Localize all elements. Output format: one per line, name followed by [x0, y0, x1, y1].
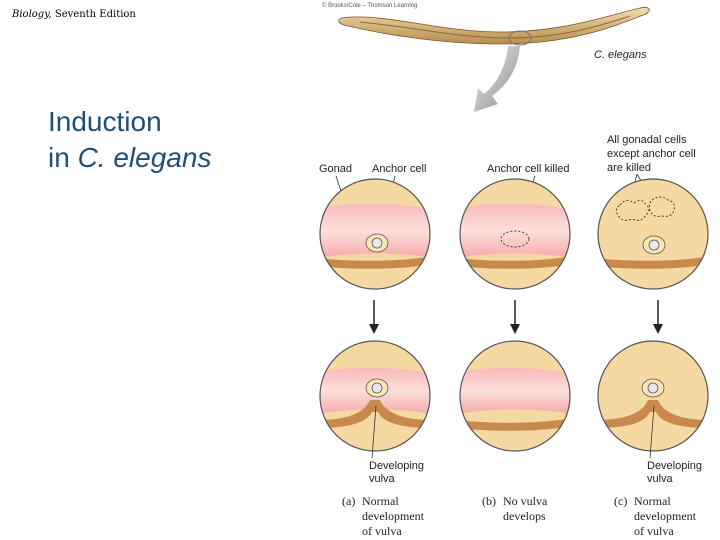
- all-gonadal-label-line3: are killed: [607, 162, 651, 174]
- all-gonadal-label-line1: All gonadal cells: [607, 134, 687, 146]
- caption-b: (b) No vulva develops: [482, 494, 548, 523]
- copyright-text: © Brooks/Cole – Thomson Learning: [322, 2, 417, 9]
- slide-title-line2: in C. elegans: [48, 140, 211, 176]
- book-edition: Seventh Edition: [54, 9, 136, 20]
- caption-c-line2: development: [634, 509, 697, 523]
- caption-a-letter: (a): [342, 494, 355, 508]
- slide-title-prefix: in: [48, 142, 78, 173]
- all-gonadal-label-line2: except anchor cell: [607, 148, 696, 160]
- vulva-c-pointer: [649, 405, 655, 459]
- book-title: Biology,: [12, 9, 52, 20]
- down-arrow-a: [369, 300, 379, 334]
- caption-c-letter: (c): [614, 494, 627, 508]
- developing-vulva-c-line1: Developing: [647, 460, 702, 472]
- worm-illustration: [338, 7, 650, 46]
- developing-vulva-a-line2: vulva: [369, 473, 396, 485]
- panel-b-before: [459, 178, 571, 290]
- caption-c: (c) Normal development of vulva: [614, 494, 697, 538]
- book-header: Biology, Seventh Edition: [12, 9, 136, 20]
- caption-b-line1: No vulva: [503, 494, 548, 508]
- panel-a-before: [319, 178, 431, 290]
- gonad-label: Gonad: [319, 163, 352, 175]
- caption-b-line2: develops: [503, 509, 546, 523]
- slide-title-line1: Induction: [48, 106, 162, 137]
- vulva-a-pointer: [371, 405, 377, 459]
- caption-b-letter: (b): [482, 494, 496, 508]
- down-arrow-c: [653, 300, 663, 334]
- down-arrow-b: [510, 300, 520, 334]
- zoom-arrow: [474, 46, 520, 112]
- panel-c-after: [597, 340, 709, 452]
- panel-a-after: [319, 340, 431, 452]
- caption-a: (a) Normal development of vulva: [342, 494, 425, 538]
- panel-c-before: [597, 178, 709, 290]
- caption-c-line3: of vulva: [634, 524, 674, 538]
- species-label: C. elegans: [594, 49, 647, 61]
- developing-vulva-a-line1: Developing: [369, 460, 424, 472]
- slide-title: Induction in C. elegans: [48, 104, 211, 176]
- panel-b-after: [459, 340, 571, 452]
- anchor-cell-label: Anchor cell: [372, 163, 426, 175]
- caption-a-line3: of vulva: [362, 524, 402, 538]
- anchor-cell-killed-label: Anchor cell killed: [487, 163, 570, 175]
- caption-c-line1: Normal: [634, 494, 671, 508]
- slide-title-species: C. elegans: [77, 142, 212, 173]
- caption-a-line1: Normal: [362, 494, 399, 508]
- caption-a-line2: development: [362, 509, 425, 523]
- developing-vulva-c-line2: vulva: [647, 473, 674, 485]
